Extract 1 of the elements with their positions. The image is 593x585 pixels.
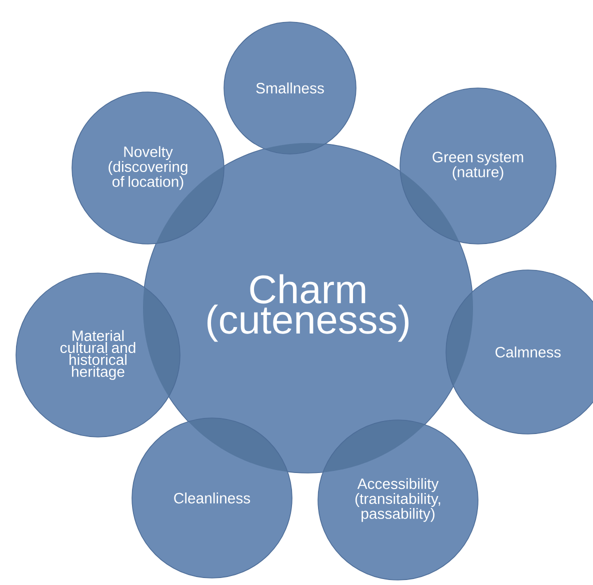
node-label: Smallness bbox=[256, 82, 324, 94]
